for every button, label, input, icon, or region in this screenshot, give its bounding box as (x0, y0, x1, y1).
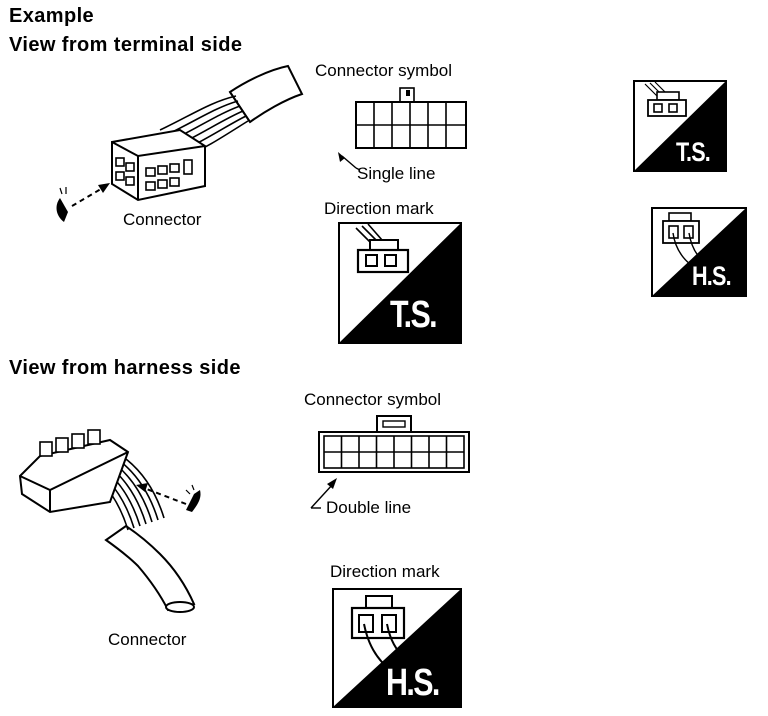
harness-side-direction-mark (332, 588, 462, 708)
small-terminal-side-direction-mark (633, 80, 727, 172)
harness-side-connector-symbol-label: Connector symbol (304, 390, 442, 409)
terminal-side-heading: View from terminal side (9, 34, 243, 56)
small-harness-side-direction-mark (651, 207, 747, 297)
single-line-label: Single line (357, 164, 436, 183)
harness-side-direction-mark-text: H.S. (386, 662, 440, 704)
small-terminal-side-mark-text: T.S. (676, 137, 711, 167)
terminal-side-direction-mark-label: Direction mark (324, 199, 434, 218)
terminal-side-direction-mark (338, 222, 462, 344)
terminal-side-direction-mark-text: T.S. (390, 294, 438, 336)
harness-side-connector-symbol (310, 415, 470, 509)
harness-side-direction-mark-label: Direction mark (330, 562, 440, 581)
harness-side-connector-label: Connector (108, 630, 187, 649)
terminal-side-connector-label: Connector (123, 210, 202, 229)
harness-side-connector-illustration (18, 429, 201, 613)
terminal-side-connector-illustration (56, 64, 304, 222)
double-line-label: Double line (326, 498, 412, 517)
small-harness-side-mark-text: H.S. (692, 261, 732, 291)
example-heading: Example (9, 5, 95, 27)
terminal-side-connector-symbol (338, 87, 467, 171)
terminal-side-connector-symbol-label: Connector symbol (315, 61, 453, 80)
harness-side-heading: View from harness side (9, 357, 241, 379)
